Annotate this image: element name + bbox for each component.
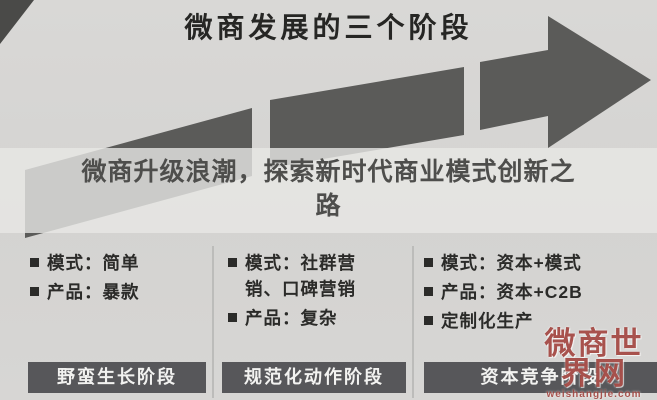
bullet-text: 产品：暴款 — [47, 282, 140, 302]
arrow-head — [548, 16, 651, 148]
bullet-square-icon — [424, 258, 433, 267]
page-title: 微商发展的三个阶段 — [184, 12, 473, 43]
bullet-item: 定制化生产 — [424, 308, 654, 334]
bullet-text: 模式：社群营销、口碑营销 — [245, 253, 356, 299]
bullet-item: 产品：暴款 — [30, 279, 212, 305]
headline-line-1: 微商升级浪潮，探索新时代商业模式创新之 — [81, 158, 576, 186]
stage-banner-2: 规范化动作阶段 — [222, 362, 406, 393]
bullet-text: 模式：简单 — [47, 253, 140, 273]
stage-column-2: 模式：社群营销、口碑营销 产品：复杂 — [228, 250, 362, 334]
bullet-square-icon — [424, 287, 433, 296]
headline-line-2: 路 — [315, 192, 342, 220]
bullet-text: 产品：资本+C2B — [441, 282, 583, 302]
bullet-square-icon — [228, 313, 237, 322]
headline-banner: 微商升级浪潮，探索新时代商业模式创新之 路 — [0, 148, 657, 233]
stage-column-3: 模式：资本+模式 产品：资本+C2B 定制化生产 — [424, 250, 654, 337]
bullet-item: 模式：社群营销、口碑营销 — [228, 250, 362, 302]
bullet-item: 模式：简单 — [30, 250, 212, 276]
bullet-square-icon — [30, 287, 39, 296]
bullet-item: 产品：复杂 — [228, 305, 362, 331]
stage-banner-3: 资本竞争阶段 — [424, 362, 657, 393]
bullet-text: 模式：资本+模式 — [441, 253, 582, 273]
stage-banner-1: 野蛮生长阶段 — [28, 362, 206, 393]
bullet-square-icon — [30, 258, 39, 267]
bullet-text: 定制化生产 — [441, 311, 534, 331]
arrow-segment-3 — [480, 50, 548, 130]
stage-column-1: 模式：简单 产品：暴款 — [30, 250, 212, 308]
column-divider — [212, 246, 214, 398]
bullet-item: 产品：资本+C2B — [424, 279, 654, 305]
bullet-square-icon — [228, 258, 237, 267]
bullet-square-icon — [424, 316, 433, 325]
arrow-segment-2 — [270, 67, 464, 168]
bullet-item: 模式：资本+模式 — [424, 250, 654, 276]
column-divider — [412, 246, 414, 398]
corner-mark — [0, 0, 34, 44]
bullet-text: 产品：复杂 — [245, 308, 338, 328]
